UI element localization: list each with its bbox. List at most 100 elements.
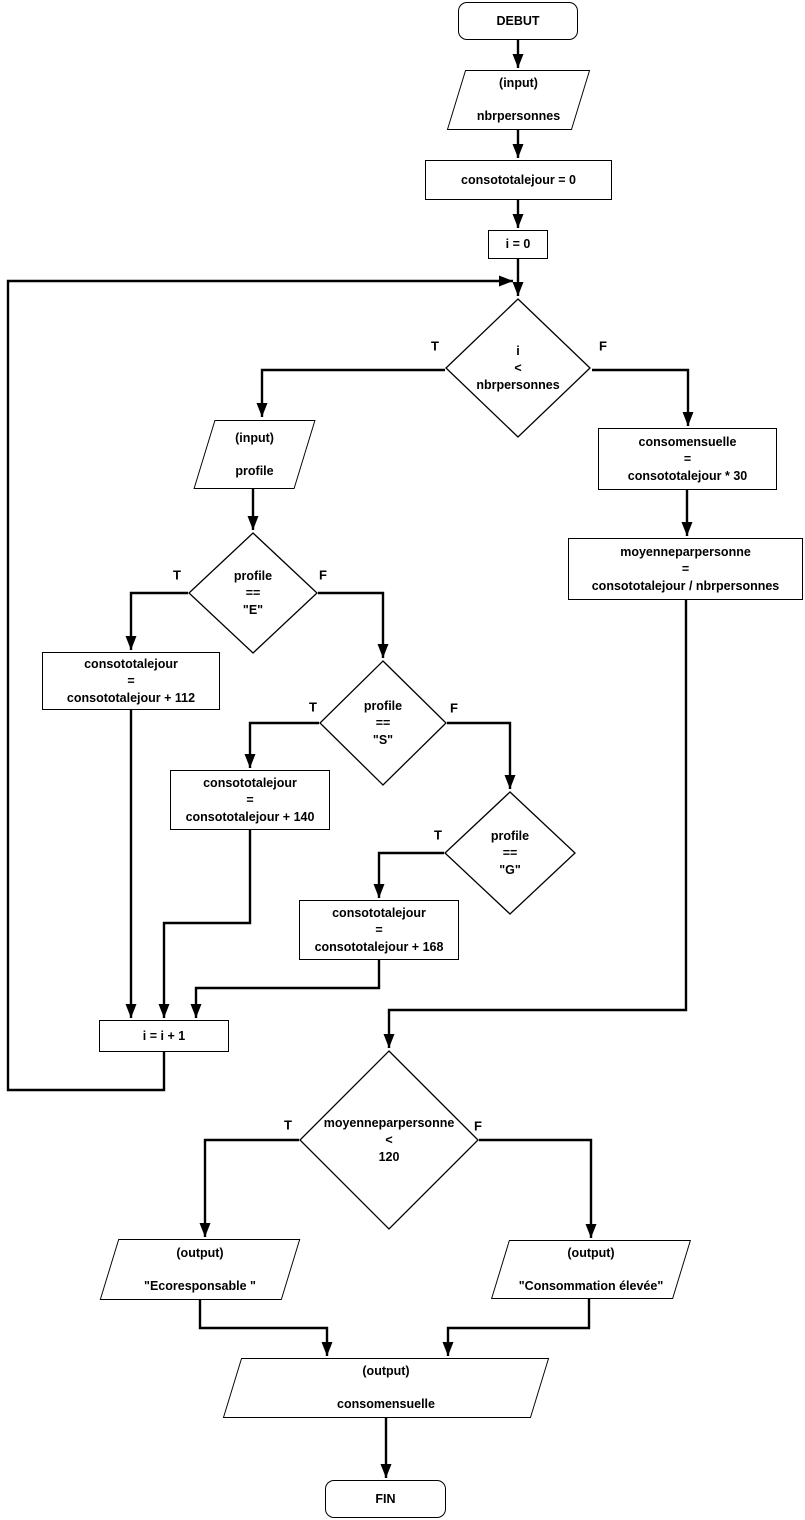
node-label-line: consototalejour + 112 [66, 690, 196, 705]
node-label-line: = [375, 922, 383, 937]
node-text: (input) profile [235, 430, 274, 480]
node-label: FIN [375, 1491, 396, 1506]
node-label-line: consototalejour [84, 656, 178, 671]
branch-label-false: F [599, 338, 607, 354]
io-input-profile: (input) profile [193, 420, 316, 489]
decision-shape [299, 1050, 479, 1230]
branch-label-false: F [450, 700, 458, 716]
node-label-line: profile [235, 463, 274, 478]
node-text: profile == "G" [491, 828, 529, 879]
io-output-ecoresponsable: (output) "Ecoresponsable " [99, 1239, 301, 1300]
node-text: moyenneparpersonne < 120 [324, 1115, 455, 1166]
node-label-line: profile [233, 568, 273, 583]
node-label-line: consomensuelle [638, 434, 737, 449]
edge-out-elevee-to-out-conso [442, 1299, 591, 1356]
edge-loop-cond-true-to-input-profile [256, 368, 445, 417]
node-label: i = 0 [505, 237, 531, 251]
node-label: i = i + 1 [142, 1028, 186, 1043]
node-label-line: i [516, 343, 520, 358]
branch-label-true: T [431, 338, 439, 354]
node-label-line: consomensuelle [337, 1397, 435, 1411]
node-label-line: consototalejour * 30 [627, 468, 748, 483]
node-label-line: "G" [499, 862, 521, 877]
terminator-fin: FIN [325, 1480, 446, 1518]
node-label-line: (input) [499, 76, 538, 90]
branch-label-false: F [319, 567, 327, 583]
node-label-line: profile [363, 698, 403, 713]
node-label-line: nbrpersonnes [476, 109, 561, 123]
edge-cond-s-true-to-add-140 [244, 721, 319, 768]
node-label-line: < [385, 1132, 393, 1147]
decision-profile-g: profile == "G" [444, 791, 576, 915]
process-calc-consomensuelle: consomensuelle = consototalejour * 30 [598, 428, 777, 490]
node-label-line: == [502, 845, 518, 860]
node-label-line: consototalejour [332, 905, 426, 920]
edge-calc-moyenne-to-cond-moyenne [383, 600, 688, 1048]
diamond [299, 1050, 479, 1230]
node-label-line: == [375, 715, 391, 730]
node-label: consototalejour = 0 [461, 172, 576, 187]
branch-label-true: T [284, 1117, 292, 1133]
node-label-line: (input) [235, 430, 274, 445]
decision-shape [444, 791, 576, 915]
node-label-line: "S" [372, 732, 394, 747]
node-label-line: consototalejour + 168 [314, 939, 444, 954]
process-add-168: consototalejour = consototalejour + 168 [299, 900, 459, 960]
node-label-line: consototalejour / nbrpersonnes [591, 578, 780, 593]
edge-cond-s-false-to-cond-g [447, 721, 516, 789]
node-label-line: < [514, 360, 522, 375]
decision-moyenne-120: moyenneparpersonne < 120 [299, 1050, 479, 1230]
diamond [445, 298, 591, 438]
branch-label-true: T [309, 699, 317, 715]
process-init-consototalejour: consototalejour = 0 [425, 160, 612, 200]
node-label-line: (output) [176, 1245, 224, 1260]
edge-cond-moyenne-true-to-out-eco [199, 1138, 299, 1237]
branch-label-true: T [434, 827, 442, 843]
decision-shape [445, 298, 591, 438]
edge-loop-cond-false-to-calc-mensuelle [592, 368, 694, 426]
node-label-line: = [683, 451, 692, 466]
node-label-line: consototalejour [203, 775, 297, 790]
edge-out-eco-to-out-conso [198, 1300, 333, 1356]
node-label-line: (output) [362, 1364, 410, 1378]
edge-add-140-to-incr-i [158, 830, 252, 1018]
io-output-consomensuelle: (output) consomensuelle [222, 1358, 550, 1418]
node-label-line: = [681, 561, 690, 576]
diamond [319, 660, 447, 786]
node-label-line: = [246, 792, 254, 807]
node-label-line: "E" [242, 602, 264, 617]
process-increment-i: i = i + 1 [99, 1020, 229, 1052]
node-text: (input) nbrpersonnes [477, 75, 560, 125]
io-input-nbrpersonnes: (input) nbrpersonnes [446, 70, 591, 130]
decision-profile-e: profile == "E" [188, 532, 318, 654]
decision-profile-s: profile == "S" [319, 660, 447, 786]
node-label-line: = [127, 673, 135, 688]
node-label-line: == [245, 585, 261, 600]
node-text: (output) consomensuelle [337, 1363, 435, 1413]
node-label-line: profile [490, 828, 530, 843]
edge-loopback-incr-i-to-loop-cond [6, 275, 513, 1092]
edge-cond-g-true-to-add-168 [373, 851, 444, 898]
edge-cond-e-true-to-add-112 [125, 591, 188, 650]
io-output-consommation-elevee: (output) "Consommation élevée" [490, 1240, 692, 1299]
node-text: profile == "E" [234, 568, 272, 619]
node-text: (output) "Consommation élevée" [519, 1245, 664, 1295]
branch-label-true: T [173, 567, 181, 583]
decision-shape [188, 532, 318, 654]
node-label-line: "Ecoresponsable " [144, 1278, 256, 1293]
node-label: DEBUT [496, 13, 540, 28]
process-init-i: i = 0 [488, 230, 548, 259]
branch-label-false: F [474, 1118, 482, 1134]
node-label-line: moyenneparpersonne [323, 1115, 455, 1130]
node-label-line: nbrpersonnes [476, 377, 560, 392]
edge-cond-moyenne-false-to-out-elevee [479, 1138, 597, 1238]
edge-cond-e-false-to-cond-s [318, 591, 389, 658]
node-text: (output) "Ecoresponsable " [144, 1245, 256, 1295]
process-calc-moyenneparpersonne: moyenneparpersonne = consototalejour / n… [568, 538, 803, 600]
node-text: profile == "S" [364, 698, 402, 749]
node-label-line: consototalejour + 140 [185, 809, 315, 824]
process-add-140: consototalejour = consototalejour + 140 [170, 770, 330, 830]
edge-add-168-to-incr-i [190, 960, 381, 1018]
